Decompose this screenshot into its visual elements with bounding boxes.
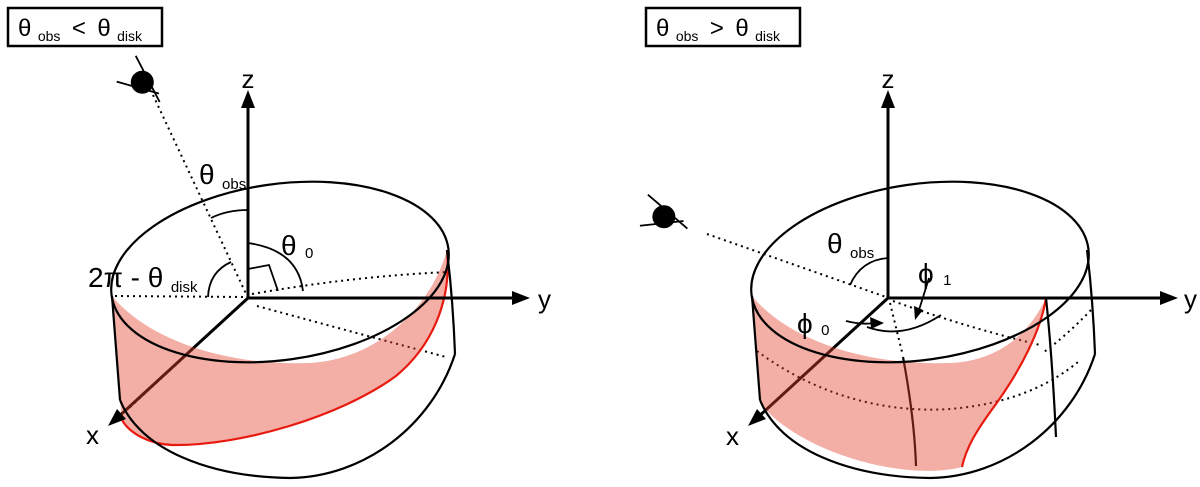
- shaded-band: [112, 250, 448, 446]
- right-underlayer: [754, 296, 1092, 467]
- left-cylinder: [110, 180, 457, 480]
- condition-box-frame: [644, 6, 802, 48]
- x-axis-label: x: [86, 420, 99, 450]
- x-axis-arrowhead: [748, 409, 766, 426]
- condition-box-frame: [6, 6, 164, 48]
- disk-right-edge: [1085, 249, 1097, 355]
- observer-sightline: [152, 94, 249, 299]
- phi0-pointer-arrowhead: [870, 317, 884, 329]
- hidden-ray-phi1: [889, 302, 903, 353]
- theta-zero-arc: [247, 242, 304, 292]
- shaded-band-red-border: [960, 297, 1048, 468]
- hidden-band-boundary: [756, 350, 1079, 411]
- disk-top-rim: [750, 180, 1090, 364]
- right-angle-mark: [247, 263, 279, 292]
- shaded-band: [752, 296, 1046, 471]
- z-axis-arrowhead: [241, 90, 255, 108]
- observer-eye-icon: [639, 194, 688, 230]
- phi-sweep-arc: [866, 314, 942, 333]
- disk-left-edge: [110, 295, 122, 401]
- phi-one-label: ϕ 1: [918, 258, 951, 289]
- right-condition-box: θ obs > θ disk: [644, 6, 802, 48]
- hidden-line-upper-right: [251, 271, 450, 295]
- right-angle-marks: [845, 257, 942, 333]
- left-angle-marks: [207, 209, 304, 298]
- z-axis-label: z: [882, 64, 895, 94]
- x-axis-line: [754, 296, 890, 421]
- x-axis-line: [114, 296, 250, 421]
- left-axes: [108, 90, 530, 426]
- left-condition-box: θ obs < θ disk: [6, 6, 164, 48]
- theta-obs-label: θ obs: [199, 159, 246, 193]
- right-diagram: θ obs ϕ 1 ϕ 0 z y x θ obs > θ disk: [639, 6, 1197, 480]
- disk-bottom-rim: [118, 353, 457, 480]
- band-boundary-vertical: [1044, 297, 1058, 438]
- y-axis-label: y: [538, 284, 551, 314]
- theta-zero-label: θ 0: [281, 230, 313, 262]
- phi-zero-label: ϕ 0: [797, 308, 829, 339]
- x-axis-arrowhead: [108, 409, 126, 426]
- x-axis-label: x: [726, 421, 739, 451]
- left-diagram: θ obs θ 0 2π - θ disk z y x θ obs < θ di…: [6, 6, 551, 480]
- observer-eye-icon: [116, 55, 161, 103]
- two-pi-minus-theta-disk-label: 2π - θ disk: [88, 262, 198, 296]
- disk-left-edge: [750, 295, 762, 401]
- condition-text: θ obs > θ disk: [656, 15, 781, 45]
- phi-surface-line: [901, 356, 918, 467]
- phi1-pointer-line: [918, 277, 930, 311]
- y-axis-arrowhead: [512, 291, 530, 305]
- y-axis-label: y: [1184, 284, 1197, 314]
- disk-bottom-rim: [758, 353, 1097, 480]
- z-axis-arrowhead: [881, 90, 895, 108]
- theta-obs-label: θ obs: [827, 228, 874, 262]
- eye-pupil: [652, 205, 676, 229]
- phi1-pointer-arrowhead: [914, 306, 923, 320]
- theta-obs-arc: [849, 257, 889, 286]
- y-axis-arrowhead: [1160, 291, 1178, 305]
- z-axis-label: z: [242, 64, 255, 94]
- disk-top-rim: [110, 180, 450, 364]
- eye-pupil: [130, 70, 154, 94]
- hidden-line-lower-right: [256, 305, 447, 358]
- observer-sightline: [706, 233, 887, 298]
- condition-text: θ obs < θ disk: [18, 15, 143, 45]
- right-cylinder: [750, 180, 1097, 480]
- right-axes: [748, 90, 1178, 426]
- disk-right-edge: [445, 249, 457, 355]
- hidden-line-along-x: [127, 307, 238, 410]
- theta-obs-arc: [210, 209, 249, 219]
- hidden-line-left-radius: [114, 295, 245, 298]
- two-pi-minus-theta-disk-arc: [207, 261, 232, 298]
